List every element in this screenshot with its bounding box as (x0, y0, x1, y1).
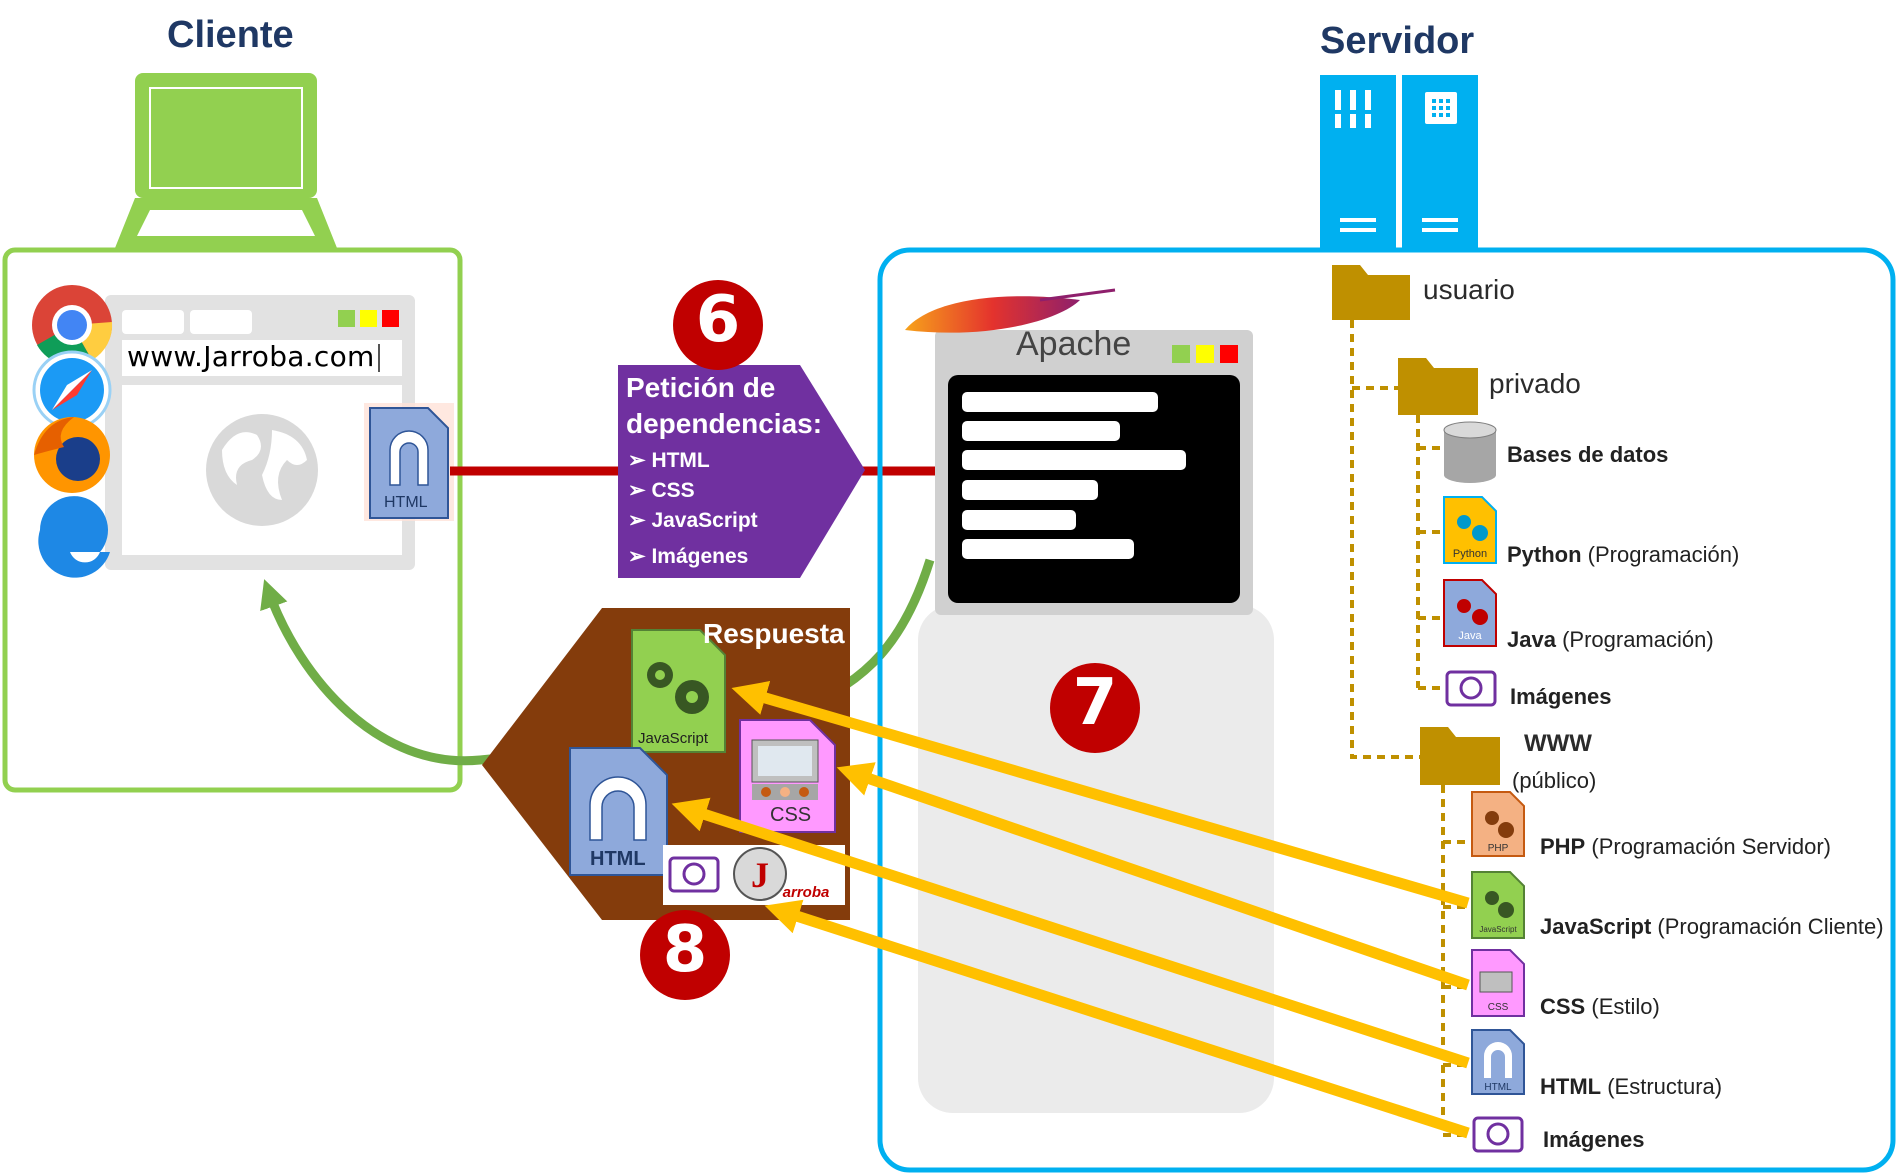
svg-text:CSS: CSS (1488, 1002, 1509, 1013)
step-6-badge (673, 280, 763, 370)
request-item-css: ➢ CSS (628, 479, 695, 502)
request-item-images: ➢ Imágenes (628, 545, 749, 568)
svg-text:JavaScript: JavaScript (1479, 925, 1517, 934)
request-title-line1: Petición de (626, 372, 776, 403)
server-frame (877, 247, 1896, 1173)
apache-window (935, 330, 1253, 615)
safari-icon (32, 350, 112, 430)
response-camera-icon (668, 856, 720, 893)
response-arrows (671, 681, 1470, 1139)
url-text: www.Jarroba.com (127, 340, 375, 373)
folder-usuario-label: usuario (1423, 274, 1515, 305)
response-css-file-icon (739, 719, 836, 833)
client-html-file-icon (364, 403, 454, 521)
apache-feather-icon (905, 288, 1116, 333)
folder-www-label: WWW (1524, 730, 1592, 757)
laptop-icon (115, 73, 337, 248)
client-frame (2, 247, 463, 793)
server-rack-icon (1320, 75, 1478, 250)
cursor-caret (378, 344, 380, 372)
request-box (618, 365, 865, 578)
svg-text:J: J (751, 855, 769, 895)
python-file-icon: Python (1443, 496, 1497, 564)
database-icon (1443, 421, 1497, 483)
browser-window (105, 295, 415, 570)
response-html-label: HTML (590, 848, 646, 870)
address-bar[interactable] (122, 340, 402, 376)
tree-item-public-images: Imágenes (1543, 1127, 1645, 1152)
tree-item-java: Java (Programación) (1507, 627, 1714, 652)
firefox-icon (34, 417, 110, 493)
tree-item-javascript: JavaScript (Programación Cliente) (1540, 914, 1884, 939)
folder-privado-icon (1398, 358, 1478, 415)
step-7-badge (1050, 663, 1140, 753)
java-file-icon: Java (1443, 579, 1497, 647)
folder-privado-label: privado (1489, 368, 1581, 399)
camera-public-icon (1472, 1116, 1524, 1153)
globe-icon (206, 414, 318, 526)
response-html-file-icon (569, 747, 668, 876)
response-css-label: CSS (770, 804, 812, 826)
client-title: Cliente (167, 14, 294, 56)
folder-usuario-icon (1332, 265, 1410, 320)
edge-icon (38, 496, 110, 578)
html-file-icon: HTML (1471, 1029, 1525, 1095)
step-8-number: 8 (662, 913, 708, 987)
request-item-html: ➢ HTML (628, 449, 710, 472)
chrome-icon (32, 285, 113, 366)
step-6-number: 6 (695, 283, 741, 357)
step-7-number: 7 (1072, 666, 1118, 740)
step-8-badge (640, 910, 730, 1000)
apache-label: Apache (1016, 325, 1132, 363)
svg-text:HTML: HTML (1484, 1082, 1512, 1093)
tree-item-php: PHP (Programación Servidor) (1540, 834, 1831, 859)
jarroba-logo-icon: J arroba (733, 847, 830, 901)
css-file-icon: CSS (1471, 949, 1525, 1017)
folder-www-icon (1420, 727, 1500, 785)
response-title: Respuesta (703, 618, 845, 649)
client-html-label: HTML (384, 494, 428, 511)
request-item-js: ➢ JavaScript (628, 509, 758, 532)
tree-item-databases: Bases de datos (1507, 442, 1669, 467)
tree-item-python: Python (Programación) (1507, 542, 1740, 567)
tree-item-css: CSS (Estilo) (1540, 994, 1660, 1019)
svg-text:arroba: arroba (783, 884, 830, 901)
tree-item-html: HTML (Estructura) (1540, 1074, 1723, 1099)
svg-text:PHP: PHP (1488, 843, 1509, 854)
folder-www-subtitle: (público) (1512, 768, 1597, 793)
js-file-icon: JavaScript (1471, 871, 1525, 939)
response-js-file-icon (631, 629, 726, 753)
camera-icon (1445, 670, 1497, 707)
svg-text:Python: Python (1453, 548, 1487, 560)
php-file-icon: PHP (1471, 791, 1525, 857)
tree-item-private-images: Imágenes (1510, 684, 1612, 709)
server-title: Servidor (1320, 20, 1475, 62)
request-title-line2: dependencias: (626, 408, 823, 439)
response-js-label: JavaScript (638, 730, 709, 747)
svg-text:Java: Java (1458, 630, 1482, 642)
